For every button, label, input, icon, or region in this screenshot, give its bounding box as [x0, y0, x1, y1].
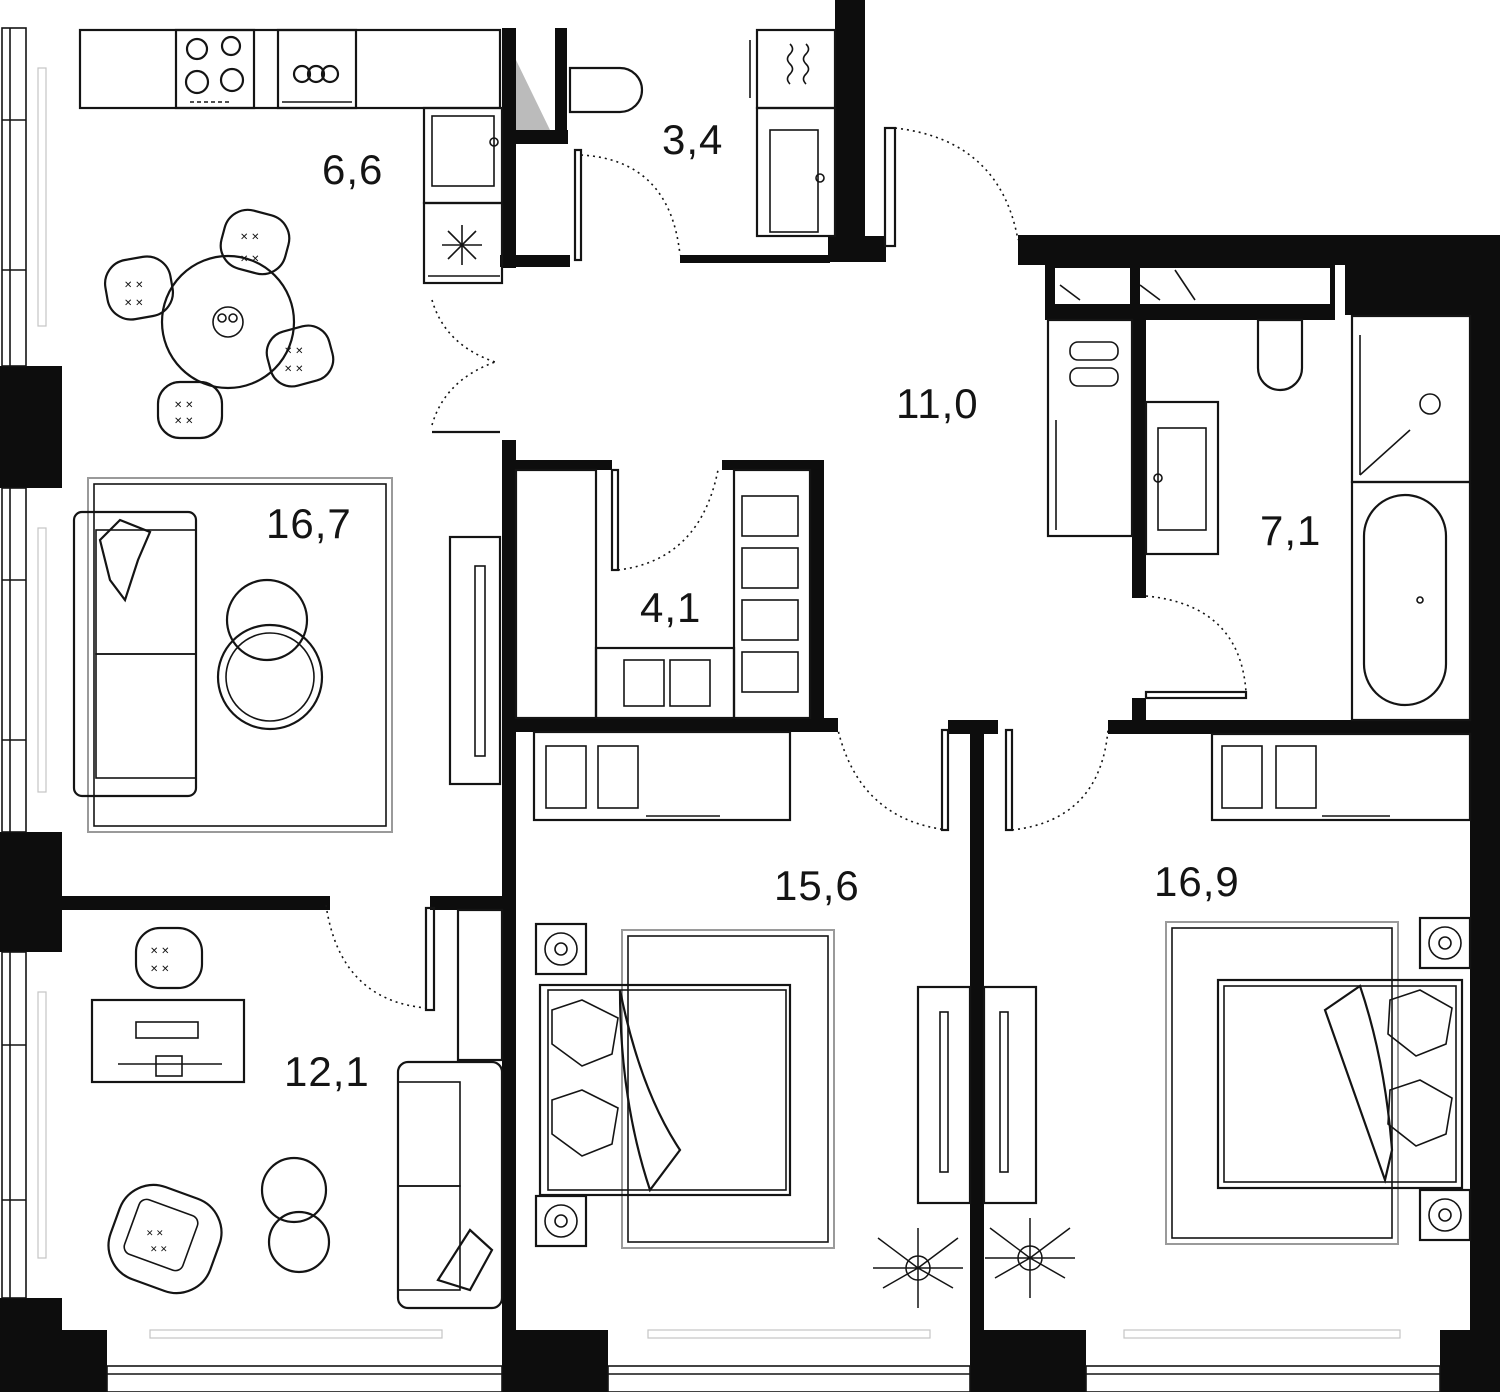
room-area-bedroom-middle: 15,6 — [774, 862, 860, 909]
room-area-wc: 3,4 — [662, 116, 723, 163]
room-area-kitchen: 6,6 — [322, 146, 383, 193]
hallway-furniture — [837, 318, 1134, 832]
room-area-wardrobe: 4,1 — [640, 584, 701, 631]
room-area-study: 12,1 — [284, 1048, 370, 1095]
svg-text:✕ ✕: ✕ ✕ — [174, 400, 194, 411]
svg-text:✕ ✕: ✕ ✕ — [284, 346, 304, 357]
svg-text:✕ ✕: ✕ ✕ — [240, 254, 260, 265]
wc-fixtures — [568, 28, 1019, 262]
svg-text:✕ ✕: ✕ ✕ — [174, 416, 194, 427]
windows — [1, 27, 1441, 1392]
svg-text:✕ ✕: ✕ ✕ — [150, 1244, 168, 1254]
bedroom-right-furniture — [982, 732, 1472, 1298]
room-area-hallway: 11,0 — [896, 380, 979, 427]
svg-text:✕ ✕: ✕ ✕ — [124, 298, 144, 309]
svg-text:✕ ✕: ✕ ✕ — [124, 280, 144, 291]
svg-text:✕ ✕: ✕ ✕ — [284, 364, 304, 375]
svg-text:✕ ✕: ✕ ✕ — [150, 964, 170, 975]
room-area-bathroom: 7,1 — [1260, 507, 1321, 554]
wardrobe-furniture — [514, 468, 812, 720]
svg-text:✕ ✕: ✕ ✕ — [150, 946, 170, 957]
living-furniture — [72, 477, 502, 833]
room-area-living: 16,7 — [266, 500, 352, 547]
svg-text:✕ ✕: ✕ ✕ — [146, 1228, 164, 1238]
svg-text:✕ ✕: ✕ ✕ — [240, 232, 260, 243]
bedroom-middle-furniture — [532, 730, 972, 1308]
study-furniture: ✕ ✕ ✕ ✕ ✕ ✕ ✕ ✕ — [90, 904, 504, 1310]
kitchen-furniture: ✕ ✕ ✕ ✕ ✕ ✕ ✕ ✕ ✕ ✕ ✕ ✕ ✕ ✕ ✕ ✕ — [78, 28, 504, 440]
room-area-bedroom-right: 16,9 — [1154, 858, 1240, 905]
bathroom-fixtures — [1144, 314, 1472, 722]
